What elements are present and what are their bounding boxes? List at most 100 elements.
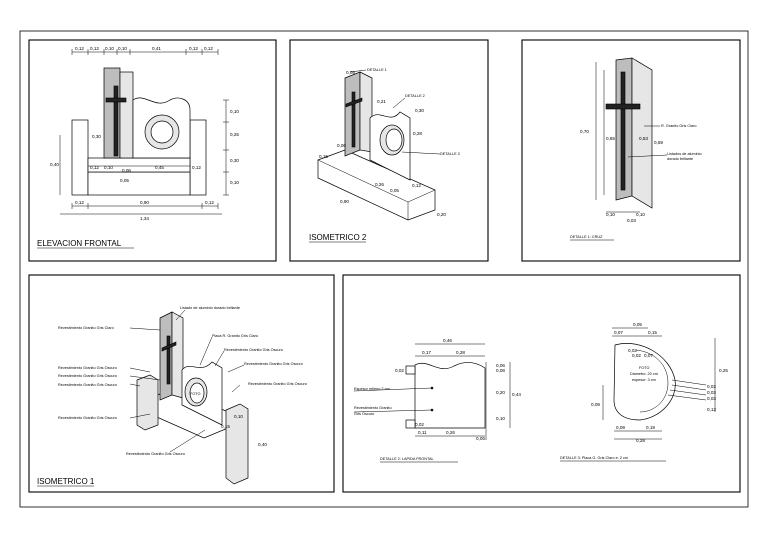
lapida-outline: [414, 362, 486, 429]
lap-top-3: 0,28: [456, 350, 465, 355]
placa-top-2: 0,07: [614, 330, 623, 335]
panel-detalle-cruz: 0,70 0,65 0,53 0,59 R. Granito Gris Clar…: [521, 39, 741, 262]
lap-bot-1: 0,11: [418, 430, 427, 435]
panel-frame: [521, 39, 741, 262]
lap-note-gris: Gris Oscuro: [354, 412, 374, 416]
iso2-dim-3: 0,30: [415, 108, 424, 113]
dim-left-030: 0,30: [92, 134, 101, 139]
dim-mid-3: 0,06: [122, 168, 131, 173]
iso1-note-top-4: Revestimiento Granito Gris Oscuro: [244, 362, 303, 366]
dim-mid-4: 0,45: [155, 165, 164, 170]
cruz-dim-b2: 0,10: [636, 212, 645, 217]
dim-left-040: 0,40: [50, 162, 59, 167]
iso1-note-left-4: Revestimiento Granito Gris Oscuro: [58, 383, 117, 387]
panel-title: ISOMETRICO 1: [37, 477, 95, 486]
dim-bot-1: 0,12: [75, 200, 84, 205]
panel-details-frame: [342, 274, 741, 493]
dim-top-2: 0,12: [90, 46, 99, 51]
placa-right-1: 0,25: [719, 368, 728, 373]
iso1-note-left-1: Revestimiento Granito Gris Claro: [58, 326, 114, 330]
cruz-dim-070: 0,70: [580, 129, 589, 134]
base-slab: [87, 171, 191, 196]
iso1-note-left-3: Revestimiento Granito Gris Oscuro: [58, 374, 117, 378]
iso1-foto: FOTO: [190, 392, 201, 396]
iso2-dim-7: 0,05: [390, 188, 399, 193]
placa-right-5: 0,13: [707, 407, 716, 412]
cross-vertical: [113, 85, 119, 157]
dim-right-2: 0,25: [230, 132, 239, 137]
cross-horizontal: [105, 97, 127, 103]
panel-title: DETALLE 3: Placa G. Gris Claro e: 2 cm: [560, 456, 628, 460]
iso1-note-left-2: Revestimiento Granito Gris Oscuro: [58, 366, 117, 370]
panel-title: ISOMETRICO 2: [309, 233, 367, 242]
iso1-note-top-1: Listado de aluminio dorado brillante: [180, 306, 240, 310]
lap-right-1: 0,06: [496, 363, 505, 368]
placa-inner-3: 0,07: [644, 353, 653, 358]
lap-right-5: 0,10: [496, 416, 505, 421]
iso1-note-left-5: Revestimiento Granito Gris Oscuro: [58, 416, 117, 420]
placa-inner-2: 0,02: [632, 353, 641, 358]
lap-top-2: 0,17: [422, 350, 431, 355]
iso2-dim-4: 0,06: [337, 143, 346, 148]
iso2-dim-2: 0,21: [377, 99, 386, 104]
lap-bot-3: 0,06: [476, 436, 485, 441]
placa-bot-3: 0,28: [636, 438, 645, 443]
placa-left-1: 0,09: [591, 402, 600, 407]
placa-bot-2: 0,19: [646, 425, 655, 430]
callout-detalle-3: DETALLE 3: [440, 152, 460, 156]
panel-frame: [289, 39, 489, 262]
placa-outline: [613, 343, 676, 421]
iso2-dim-6: 0,15: [319, 154, 328, 159]
dim-bot-total: 1,34: [140, 216, 149, 221]
iso1-note-top-3: Revestimiento Granito Gris Oscuro: [224, 348, 283, 352]
lap-right-4: 0,44: [512, 392, 521, 397]
iso2-dim-11: 0,20: [437, 212, 446, 217]
lap-note-revest: Revestimiento Granito: [354, 406, 392, 410]
placa-inner-1: 0,02: [628, 348, 637, 353]
lap-right-2: 0,08: [496, 368, 505, 373]
placa-bot-1: 0,09: [616, 425, 625, 430]
placa-foto-diam: Diametro: 20 cm: [630, 372, 658, 376]
dim-top-6: 0,12: [189, 46, 198, 51]
back-panel-right: [119, 71, 134, 159]
iso2-dim-5: 0,28: [413, 131, 422, 136]
panel-title: ELEVACION FRONTAL: [37, 239, 122, 248]
dim-mid-6: 0,05: [120, 178, 129, 183]
panel-isometrico-2: DETALLE 1 DETALLE 2 DETALLE 3 0,08 0,21 …: [289, 39, 489, 262]
iso1-note-top-5: Revestimiento Granito Gris Oscuro: [248, 382, 307, 386]
dim-top-3: 0,10: [105, 46, 114, 51]
lap-left-2: 0,02: [415, 422, 424, 427]
cruz-vertical: [620, 71, 626, 191]
dim-bot-2: 0,90: [140, 200, 149, 205]
left-pedestal: [71, 119, 89, 196]
dim-mid-2: 0,10: [104, 165, 113, 170]
dim-right-4: 0,10: [230, 180, 239, 185]
dim-top-4: 0,10: [118, 46, 127, 51]
callout-detalle-1: DETALLE 1: [367, 68, 387, 72]
iso2-dim-9: 0,12: [412, 183, 421, 188]
iso1-dim-2: 0,10: [234, 414, 243, 419]
iso1-note-top-2: Placa R. Granito Gris Claro: [212, 334, 258, 338]
placa-right-2: 0,02: [707, 384, 716, 389]
panel-detalle-placa: 0,05 0,07 0,15 0,02 0,02 0,07 FOTO Diame…: [560, 322, 728, 462]
panel-title: DETALLE 2: LAPIDA FRONTAL: [380, 457, 434, 461]
iso1-left-pedestal: [136, 374, 159, 431]
dim-mid-1: 0,12: [90, 165, 99, 170]
lap-left-1: 0,02: [395, 368, 404, 373]
cruz-dim-b3: 0,03: [627, 218, 636, 223]
lap-note-espesor: Espesor relleno 2 cm: [354, 387, 390, 391]
iso1-note-bottom: Revestimiento Granito Gris Oscuro: [126, 452, 185, 456]
panel-frame: [28, 274, 335, 493]
cruz-horizontal: [605, 103, 641, 110]
iso2-dim-8: 0,26: [375, 182, 384, 187]
dim-mid-5: 0,12: [192, 165, 201, 170]
panel-detalle-lapida: 0,46 0,17 0,28 0,06 0,08 0,20 0,44 0,10 …: [353, 338, 521, 463]
dim-right-1: 0,10: [230, 109, 239, 114]
cruz-note-granito: R. Granito Gris Claro: [661, 124, 696, 128]
dim-bot-3: 0,12: [205, 200, 214, 205]
dim-top-7: 0,12: [204, 46, 213, 51]
iso2-dim-1: 0,08: [346, 70, 355, 75]
placa-right-3: 0,03: [707, 390, 716, 395]
iso1-right-pedestal: [225, 403, 249, 485]
right-pedestal: [189, 119, 207, 196]
